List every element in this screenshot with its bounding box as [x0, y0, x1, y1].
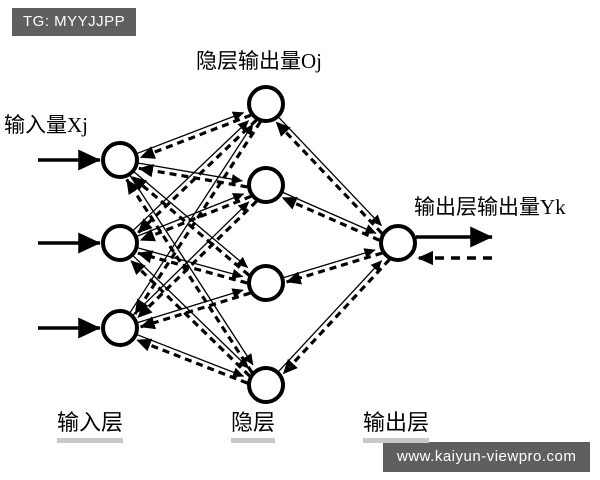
backward-edge: [285, 251, 383, 285]
backward-edge: [139, 113, 252, 159]
backward-edge: [136, 338, 248, 385]
forward-edge: [137, 247, 244, 279]
forward-edge: [283, 248, 376, 279]
layer-label-output-text: 输出层: [363, 410, 430, 435]
backward-edge: [133, 120, 262, 315]
neuron-h2: [247, 166, 285, 204]
forward-edge: [132, 201, 250, 316]
neuron-i2: [101, 224, 139, 262]
layer-label-hidden-underline: [231, 438, 276, 443]
input-quantity-label: 输入量Xj: [4, 113, 88, 137]
watermark-badge: www.kaiyun-viewpro.com: [383, 442, 591, 472]
backward-edge: [274, 120, 384, 235]
neuron-i1: [101, 141, 139, 179]
external-arrows-group: [38, 149, 493, 339]
nodes-group: [101, 85, 417, 404]
forward-edges-group: [129, 111, 383, 378]
backward-edge: [137, 250, 248, 285]
neuron-h4: [247, 366, 285, 404]
layer-label-input-underline: [57, 438, 124, 443]
layer-label-input-text: 输入层: [57, 410, 124, 435]
backward-edge: [131, 175, 251, 277]
forward-edge: [136, 333, 245, 378]
backward-edge: [136, 200, 258, 319]
layer-label-output-underline: [363, 438, 430, 443]
forward-edge: [277, 116, 382, 227]
forward-edge: [132, 120, 250, 232]
backward-edges-group: [125, 113, 391, 385]
backward-edge: [125, 178, 254, 374]
backward-edge: [139, 194, 252, 242]
layer-label-output: 输出层: [363, 405, 430, 443]
forward-edge: [129, 174, 254, 366]
neuron-i3: [101, 309, 139, 347]
backward-edge: [281, 196, 381, 242]
forward-edge: [277, 260, 383, 373]
forward-edge: [282, 191, 377, 234]
backward-edge: [282, 258, 391, 375]
hidden-output-label: 隐层输出量Oj: [196, 49, 322, 73]
neuron-h3: [247, 264, 285, 302]
neuron-o1: [379, 224, 417, 262]
backward-edge: [129, 259, 251, 378]
tag-badge: TG: MYYJJPP: [12, 8, 137, 36]
layer-label-input: 输入层: [57, 405, 124, 443]
layer-label-hidden: 隐层: [231, 405, 276, 443]
output-quantity-label: 输出层输出量Yk: [414, 195, 566, 219]
neuron-h1: [247, 85, 285, 123]
backward-edge: [138, 164, 248, 189]
layer-label-hidden-text: 隐层: [231, 410, 276, 435]
backward-edge: [136, 118, 258, 234]
